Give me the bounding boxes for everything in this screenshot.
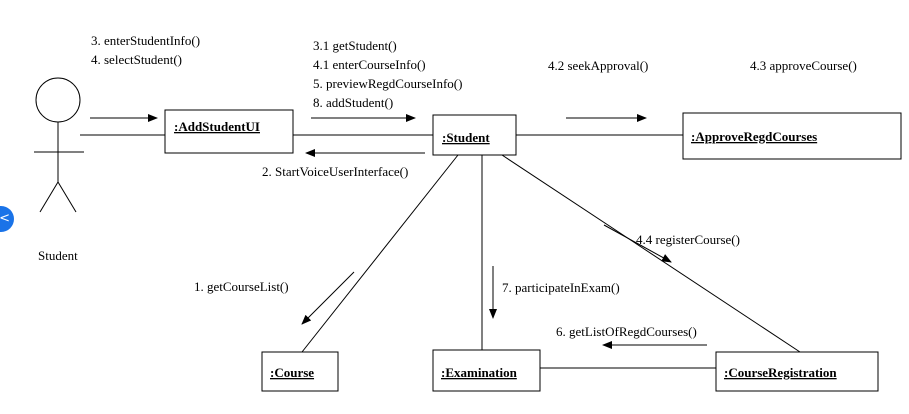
collapse-chevron-icon[interactable]: < xyxy=(0,206,14,232)
arrow-get-course-list xyxy=(301,271,355,325)
course-box xyxy=(261,351,339,392)
msg-approve-course: 4.3 approveCourse() xyxy=(750,58,857,73)
link-student-course xyxy=(301,154,459,353)
approveregdcourses-label: :ApproveRegdCourses xyxy=(691,129,817,144)
msg-enter-student-info: 3. enterStudentInfo() xyxy=(91,33,200,48)
msg-start-voice-ui: 2. StartVoiceUserInterface() xyxy=(262,164,408,179)
actor-label: Student xyxy=(38,248,78,263)
examination-box xyxy=(432,349,541,392)
addstudentui-label: :AddStudentUI xyxy=(174,119,260,134)
addstudentui-box xyxy=(164,109,294,154)
student-actor xyxy=(34,77,84,213)
msg-get-course-list: 1. getCourseList() xyxy=(194,279,289,294)
msg-preview-regd-course-info: 5. previewRegdCourseInfo() xyxy=(313,76,462,91)
actor-left-leg xyxy=(39,181,59,213)
msg-get-student: 3.1 getStudent() xyxy=(313,38,397,53)
examination-label: :Examination xyxy=(441,365,518,380)
msg-register-course: 4.4 registerCourse() xyxy=(636,232,740,247)
course-label: :Course xyxy=(270,365,314,380)
link-student-courseregistration xyxy=(501,154,801,353)
msg-enter-course-info: 4.1 enterCourseInfo() xyxy=(313,57,426,72)
arrow-register-course xyxy=(603,224,672,263)
student-box xyxy=(432,114,517,156)
courseregistration-box xyxy=(715,351,879,392)
actor-head xyxy=(35,77,81,123)
approveregdcourses-box xyxy=(682,112,902,160)
msg-select-student: 4. selectStudent() xyxy=(91,52,182,67)
msg-add-student: 8. addStudent() xyxy=(313,95,393,110)
student-label: :Student xyxy=(442,130,490,145)
msg-participate-exam: 7. participateInExam() xyxy=(502,280,620,295)
actor-right-leg xyxy=(57,181,77,213)
courseregistration-label: :CourseRegistration xyxy=(724,365,837,380)
msg-seek-approval: 4.2 seekApproval() xyxy=(548,58,648,73)
msg-get-list-regd-courses: 6. getListOfRegdCourses() xyxy=(556,324,697,339)
